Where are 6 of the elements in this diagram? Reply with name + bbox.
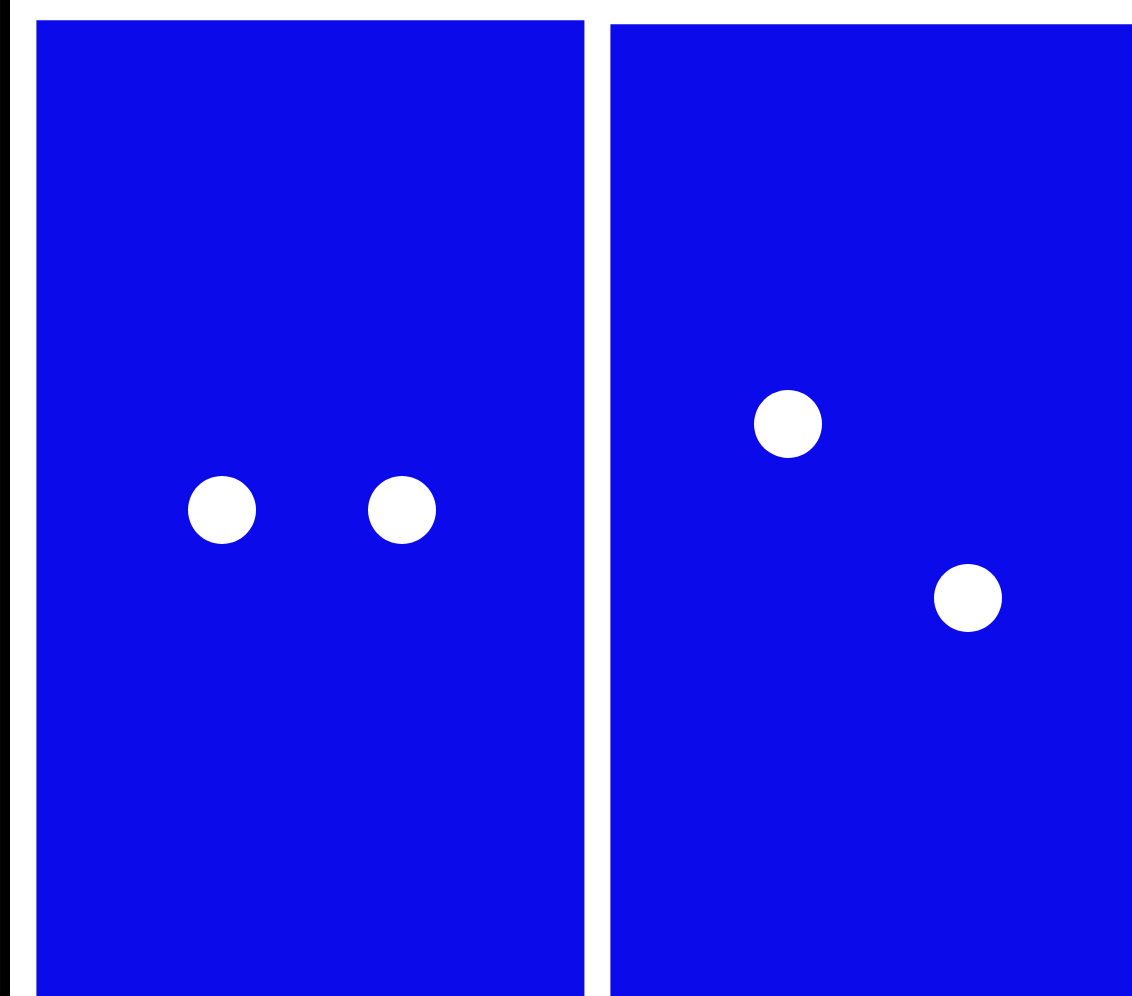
- hole: [368, 475, 436, 544]
- hole: [188, 475, 256, 544]
- hole: [934, 563, 1002, 632]
- hole: [754, 389, 822, 458]
- plate: [36, 20, 585, 996]
- plate: [610, 24, 1132, 996]
